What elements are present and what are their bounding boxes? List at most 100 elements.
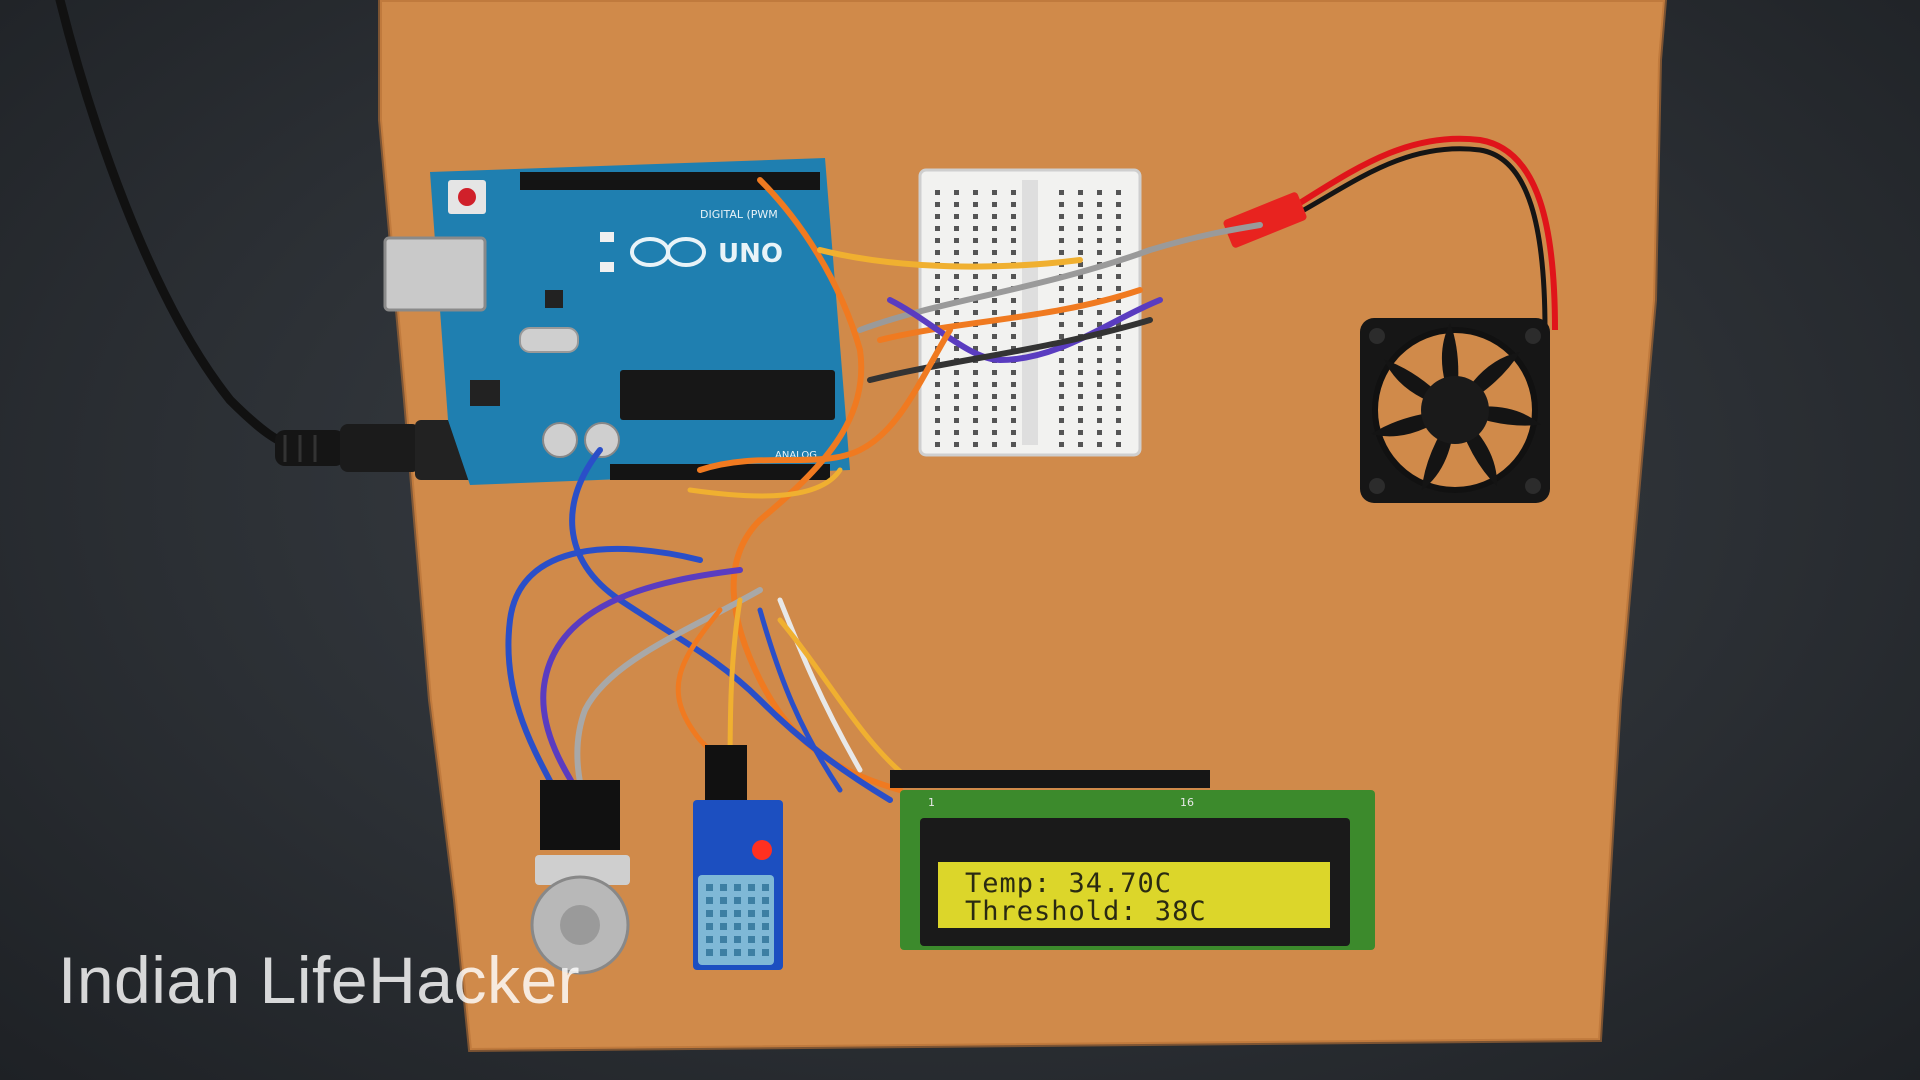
breadboard-hole — [1116, 238, 1121, 243]
breadboard-hole — [1097, 418, 1102, 423]
breadboard-hole — [1078, 370, 1083, 375]
breadboard-hole — [1097, 370, 1102, 375]
dht11-vent — [748, 949, 755, 956]
lcd-pin-first: 1 — [928, 796, 935, 809]
breadboard-hole — [1116, 202, 1121, 207]
dht11-vent — [706, 923, 713, 930]
breadboard-hole — [1078, 250, 1083, 255]
breadboard-hole — [1078, 394, 1083, 399]
channel-watermark: Indian LifeHacker — [58, 943, 581, 1017]
breadboard-hole — [954, 202, 959, 207]
breadboard-hole — [973, 274, 978, 279]
dht11-vent — [762, 923, 769, 930]
digital-label: DIGITAL (PWM — [700, 208, 778, 221]
breadboard-hole — [1116, 226, 1121, 231]
breadboard-hole — [1059, 394, 1064, 399]
breadboard-hole — [1011, 190, 1016, 195]
breadboard-hole — [1097, 286, 1102, 291]
dht11-vent — [706, 936, 713, 943]
dht11-vent — [734, 897, 741, 904]
dht11-vent — [720, 936, 727, 943]
arduino-logo — [630, 237, 706, 267]
breadboard-hole — [1116, 370, 1121, 375]
dht11-vent — [748, 897, 755, 904]
breadboard-hole — [992, 190, 997, 195]
breadboard-hole — [973, 418, 978, 423]
breadboard-hole — [1078, 442, 1083, 447]
breadboard-hole — [935, 418, 940, 423]
breadboard-hole — [1059, 298, 1064, 303]
lcd-screen — [938, 862, 1330, 928]
breadboard-hole — [935, 322, 940, 327]
dht11-vent — [720, 897, 727, 904]
breadboard-hole — [992, 250, 997, 255]
breadboard-hole — [1011, 214, 1016, 219]
breadboard-hole — [1059, 214, 1064, 219]
breadboard-hole — [1059, 190, 1064, 195]
breadboard-hole — [954, 442, 959, 447]
breadboard-hole — [1078, 274, 1083, 279]
breadboard-hole — [1097, 274, 1102, 279]
breadboard-hole — [1011, 334, 1016, 339]
breadboard-hole — [1011, 322, 1016, 327]
breadboard-hole — [1078, 430, 1083, 435]
breadboard-hole — [1116, 334, 1121, 339]
breadboard-hole — [1097, 238, 1102, 243]
breadboard-hole — [1116, 274, 1121, 279]
breadboard-hole — [954, 238, 959, 243]
dht11-vent — [762, 949, 769, 956]
breadboard-hole — [992, 430, 997, 435]
power-cable — [55, 0, 305, 453]
fan-red-wire — [1278, 135, 1558, 331]
breadboard-hole — [954, 370, 959, 375]
breadboard-hole — [954, 274, 959, 279]
breadboard-hole — [1116, 286, 1121, 291]
breadboard-hole — [1078, 382, 1083, 387]
breadboard-hole — [992, 406, 997, 411]
breadboard-hole — [973, 346, 978, 351]
breadboard-hole — [1011, 442, 1016, 447]
breadboard-hole — [992, 310, 997, 315]
breadboard-hole — [1011, 310, 1016, 315]
breadboard-hole — [992, 202, 997, 207]
breadboard-hole — [1078, 418, 1083, 423]
breadboard-hole — [1097, 394, 1102, 399]
breadboard-hole — [973, 214, 978, 219]
breadboard-hole — [1116, 430, 1121, 435]
breadboard-hole — [1059, 202, 1064, 207]
breadboard-hole — [1116, 394, 1121, 399]
dht11-vent — [734, 910, 741, 917]
dht11-vent — [720, 923, 727, 930]
breadboard-hole — [1059, 442, 1064, 447]
dht11-vent — [706, 949, 713, 956]
breadboard-hole — [1078, 214, 1083, 219]
breadboard-hole — [954, 286, 959, 291]
breadboard-hole — [992, 298, 997, 303]
breadboard-hole — [1097, 202, 1102, 207]
breadboard-hole — [1059, 238, 1064, 243]
breadboard-hole — [992, 274, 997, 279]
breadboard-hole — [1059, 418, 1064, 423]
breadboard-hole — [1097, 346, 1102, 351]
breadboard-hole — [1078, 310, 1083, 315]
breadboard-hole — [954, 430, 959, 435]
breadboard-hole — [973, 394, 978, 399]
breadboard-hole — [1078, 202, 1083, 207]
breadboard-hole — [954, 190, 959, 195]
breadboard-hole — [935, 406, 940, 411]
dht11-vent — [706, 897, 713, 904]
sensor-power-led — [752, 840, 772, 860]
breadboard-hole — [1059, 406, 1064, 411]
breadboard-hole — [1011, 370, 1016, 375]
breadboard-hole — [992, 226, 997, 231]
breadboard-hole — [1116, 310, 1121, 315]
cooling-fan — [1360, 318, 1550, 503]
arduino-uno-board: UNO DIGITAL (PWM ANALOG — [383, 158, 850, 485]
breadboard-hole — [973, 250, 978, 255]
breadboard-hole — [935, 382, 940, 387]
breadboard-hole — [1011, 238, 1016, 243]
dht11-grid — [706, 884, 769, 956]
breadboard-hole — [992, 286, 997, 291]
breadboard-hole — [1078, 322, 1083, 327]
